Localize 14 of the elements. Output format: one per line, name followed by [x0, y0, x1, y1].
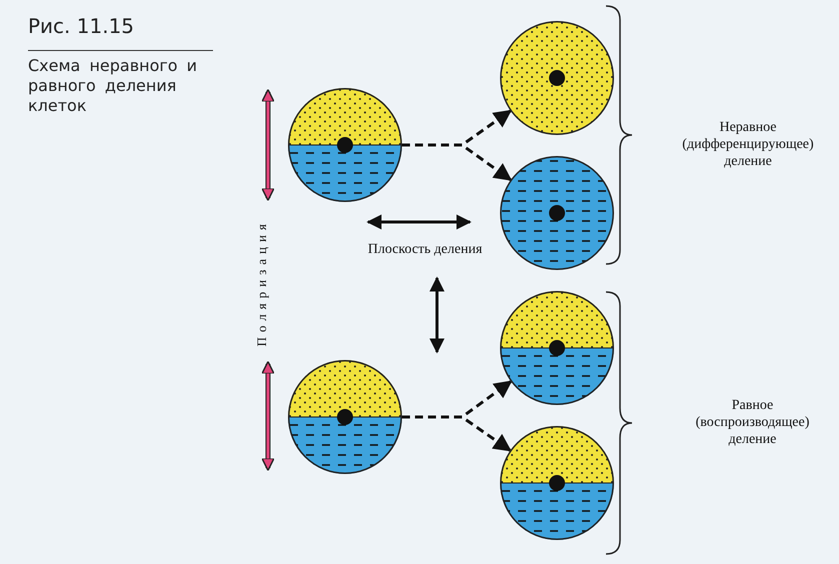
annotation: Неравное (дифференцирующее) деление [681, 120, 815, 170]
cell-drawing [500, 21, 614, 135]
cell-drawing [500, 156, 614, 270]
arrow [402, 144, 512, 182]
figure-number: Рис. 11.15 [28, 14, 213, 51]
figure-caption: Схема неравного и равного деления клеток [28, 56, 198, 116]
cell-drawing [500, 291, 614, 405]
annotation: Равное (воспроизводящее) деление [694, 398, 810, 448]
cell-drawing [288, 88, 402, 202]
vertical-label: Поляризация [254, 219, 270, 347]
cell-drawing [500, 426, 614, 540]
annotation: Плоскость деления [366, 242, 484, 259]
arrow [402, 416, 512, 452]
cell-drawing [288, 360, 402, 474]
